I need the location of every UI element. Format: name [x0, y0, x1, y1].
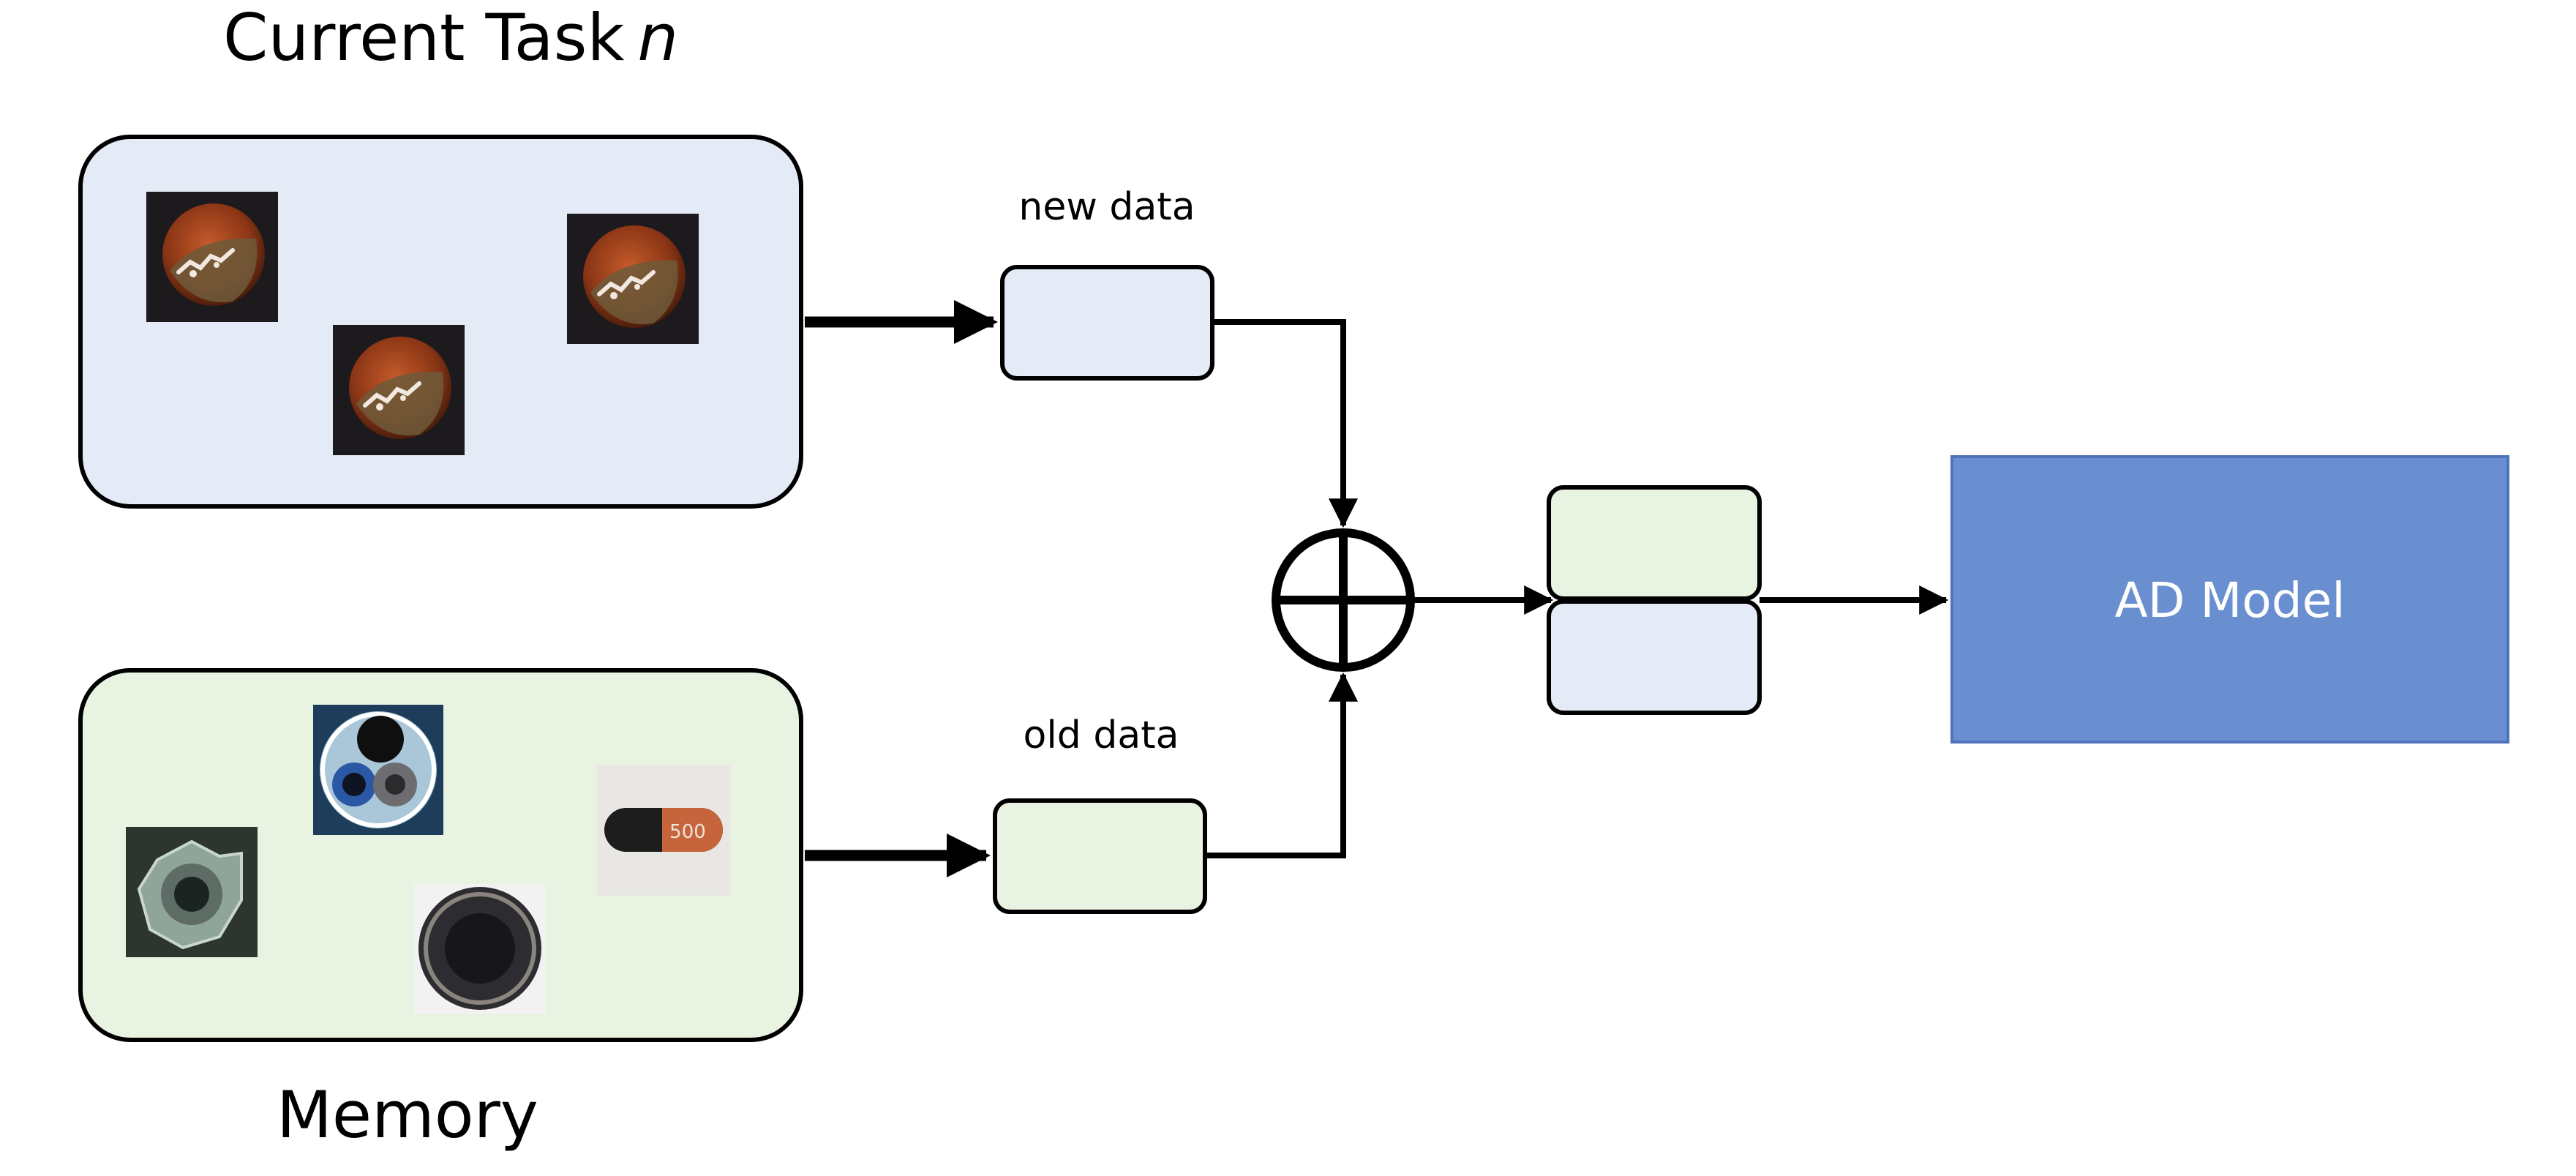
cable-image	[313, 705, 443, 835]
new-data-label: new data	[1018, 185, 1195, 229]
hazelnut-image	[567, 214, 699, 344]
merged-old-data-box	[1547, 485, 1762, 601]
ad-model-box	[1950, 455, 2509, 744]
new-to-combine-arrow	[1212, 319, 1358, 528]
old-to-combine-arrow	[1205, 672, 1358, 858]
capsule-print-text: 500	[669, 821, 706, 843]
old-data-label: old data	[1024, 714, 1179, 757]
screw-image	[414, 884, 546, 1014]
hazelnut-image	[146, 192, 278, 322]
merged-new-data-box	[1547, 599, 1762, 715]
memory-panel	[78, 668, 803, 1042]
old-data-box	[993, 798, 1207, 914]
new-data-box	[1000, 265, 1214, 381]
metal-nut-image	[126, 827, 258, 957]
combine-operator-icon	[1272, 528, 1415, 672]
ad-model-label: AD Model	[2114, 572, 2345, 629]
capsule-image: 500	[597, 765, 730, 896]
hazelnut-image	[333, 325, 465, 455]
memory-title: Memory	[277, 1077, 538, 1153]
